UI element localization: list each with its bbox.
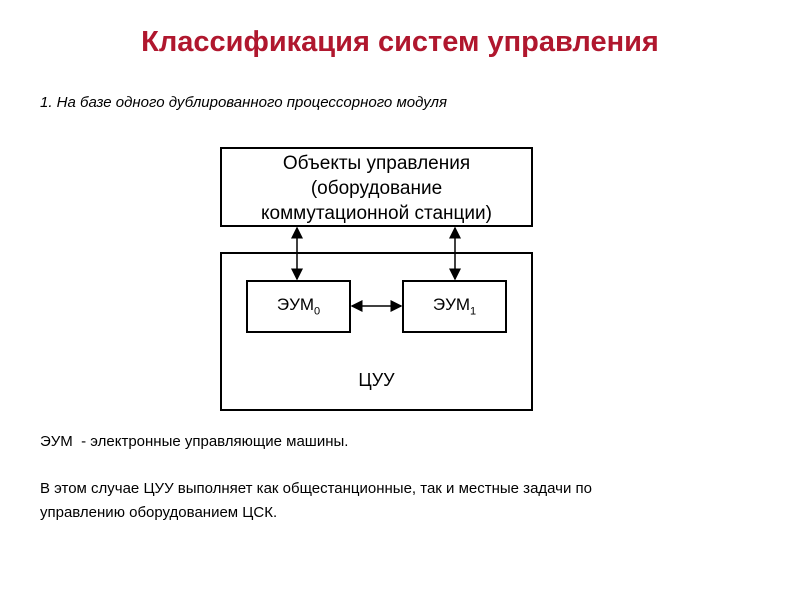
cuu-box [220, 252, 533, 411]
cuu-label: ЦУУ [358, 370, 395, 390]
objects-line: (оборудование [310, 178, 443, 199]
description-line: В этом случае ЦУУ выполняет как общестан… [40, 480, 592, 497]
description-text: В этом случае ЦУУ выполняет как общестан… [40, 477, 592, 525]
eum1-label: ЭУМ1 [432, 295, 477, 318]
control-objects-box: Объекты управления (оборудование коммута… [220, 147, 533, 227]
objects-line: коммутационной станции) [261, 203, 492, 224]
eum0-label: ЭУМ0 [276, 295, 321, 318]
objects-line: Объекты управления [282, 153, 471, 174]
eum0-box: ЭУМ0 [246, 280, 351, 333]
description-line: управлению оборудованием ЦСК. [40, 504, 278, 521]
eum1-box: ЭУМ1 [402, 280, 507, 333]
definition-text: ЭУМ - электронные управляющие машины. [40, 433, 349, 450]
slide-title: Классификация систем управления [141, 26, 659, 58]
subtitle: 1. На базе одного дублированного процесс… [40, 94, 447, 111]
